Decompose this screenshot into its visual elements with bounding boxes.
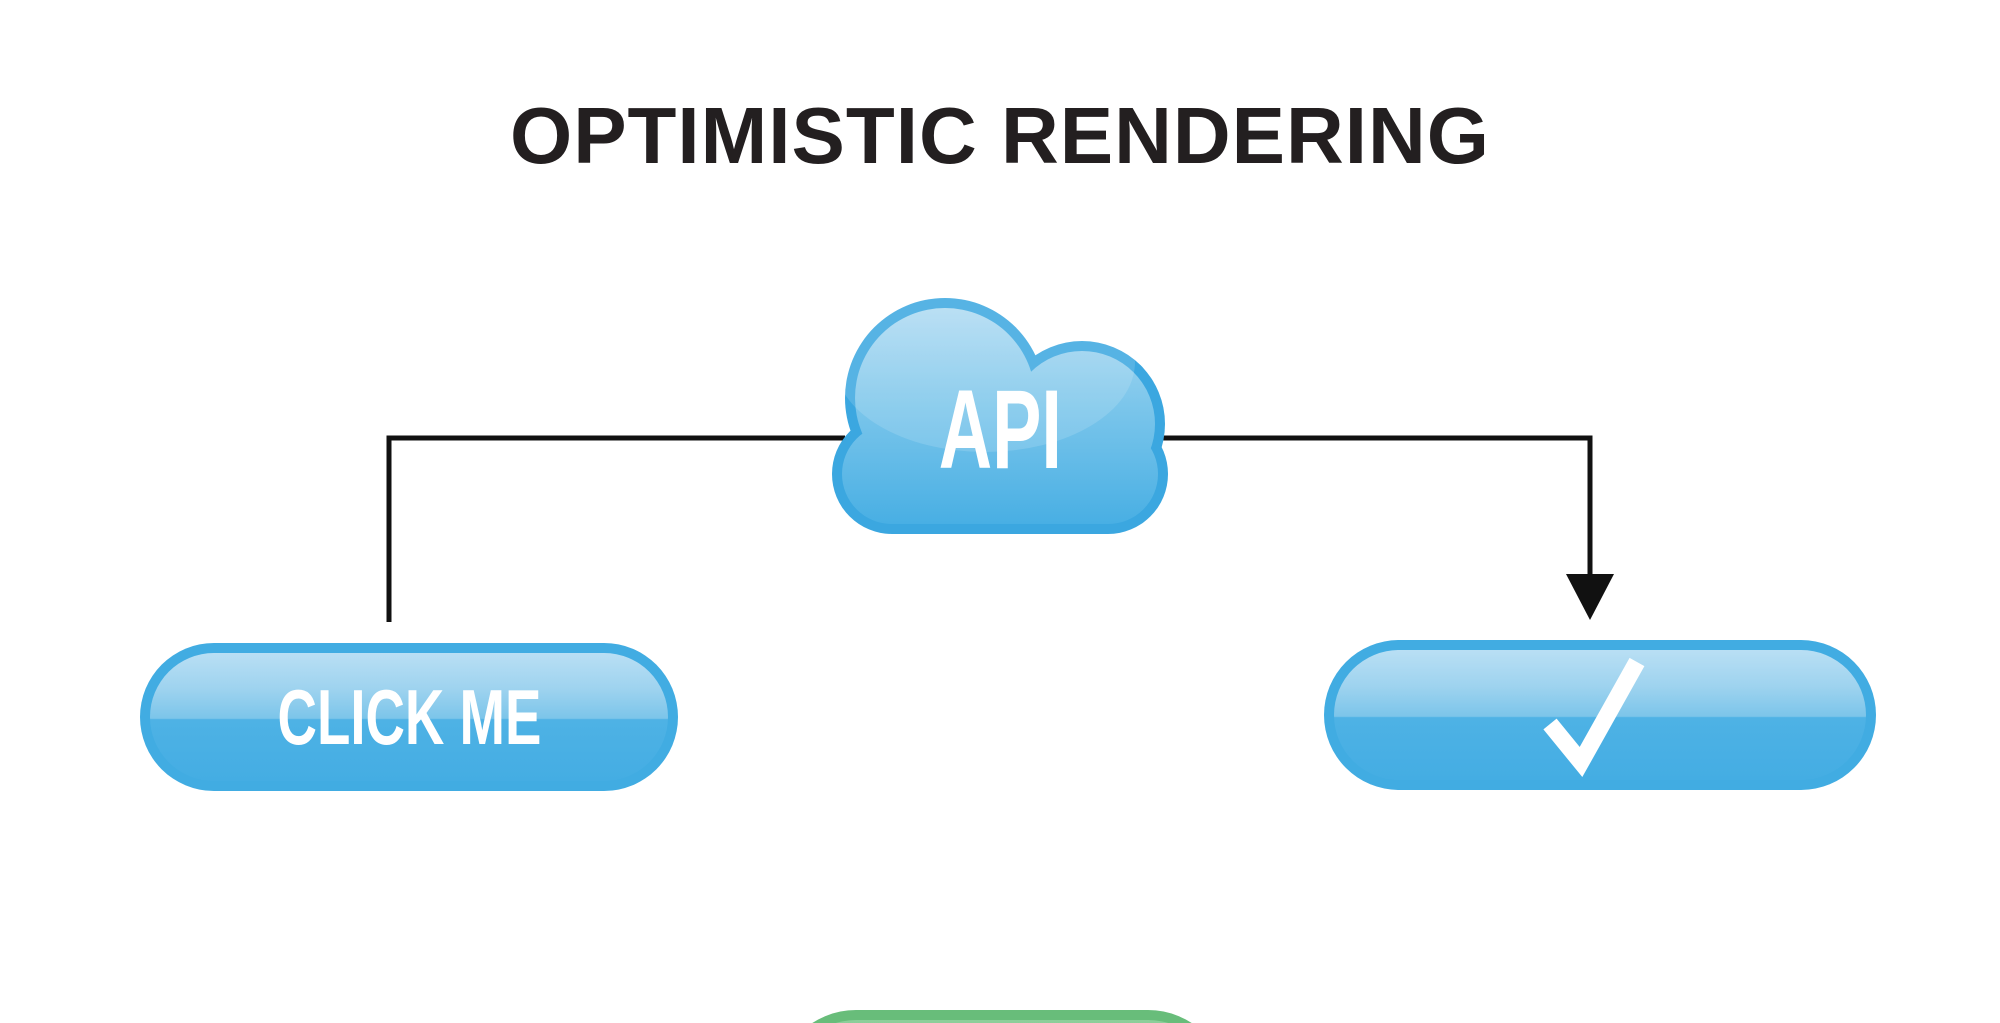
click-me-button[interactable]: CLICK ME <box>140 643 678 791</box>
checkmark-icon <box>1543 657 1645 778</box>
click-me-button-face: CLICK ME <box>150 653 668 781</box>
cloud-gloss-highlight <box>835 272 1135 452</box>
left-connector-line <box>386 435 845 622</box>
success-button[interactable] <box>776 1010 1228 1023</box>
page-title: OPTIMISTIC RENDERING <box>509 91 1491 180</box>
result-check-button[interactable] <box>1324 640 1876 790</box>
arrowhead-icon <box>1566 574 1614 620</box>
right-connector-line <box>1155 435 1593 578</box>
api-cloud-shape <box>832 272 1168 534</box>
result-check-button-face <box>1334 650 1866 780</box>
success-button-face <box>786 1020 1218 1023</box>
click-me-button-label: CLICK ME <box>277 673 541 761</box>
